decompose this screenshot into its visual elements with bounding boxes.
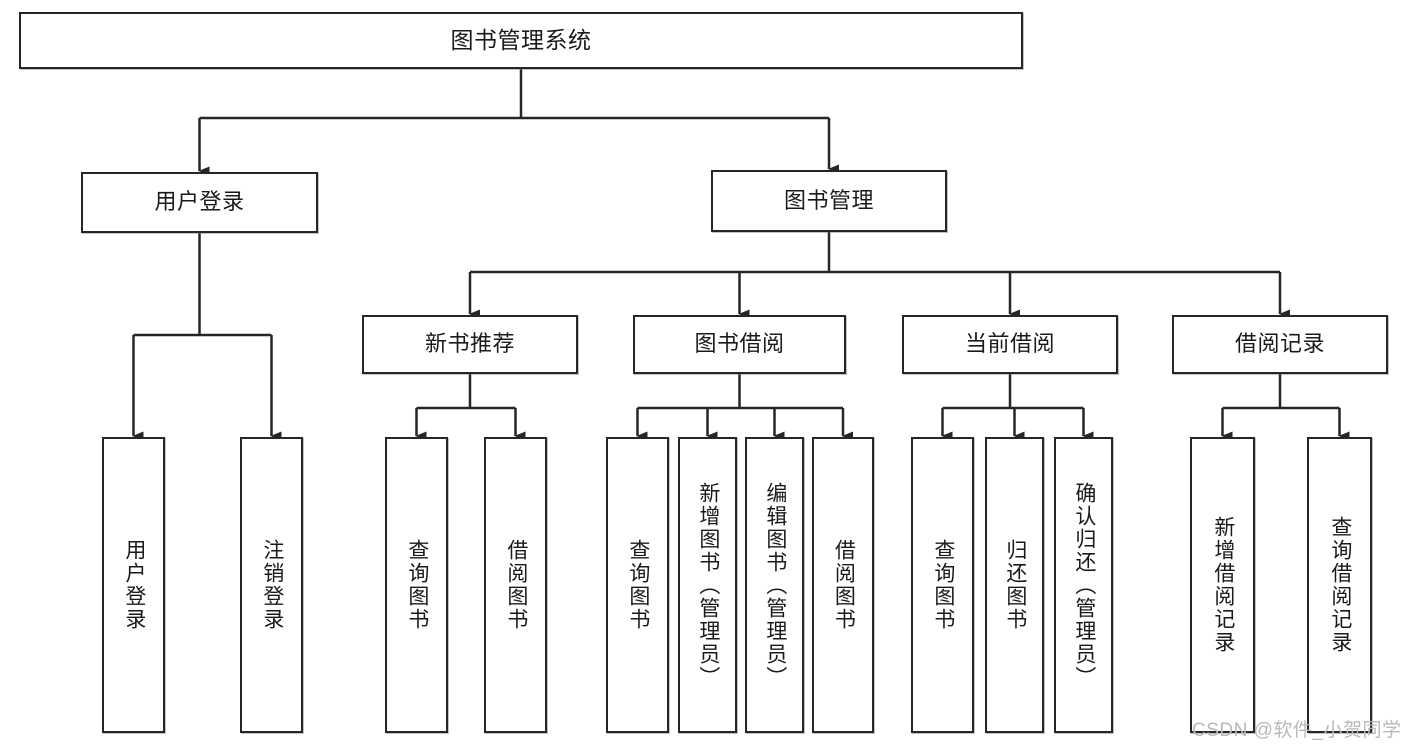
node-label: 图书管理系统 xyxy=(450,27,592,54)
node-borrow[interactable]: 图书借阅 xyxy=(633,315,846,374)
node-label: 借阅图书 xyxy=(832,539,856,631)
node-bookmgmt[interactable]: 图书管理 xyxy=(711,170,947,232)
node-leaf7[interactable]: 编辑图书（管理员） xyxy=(745,437,804,733)
node-label: 当前借阅 xyxy=(964,331,1055,357)
node-leaf11[interactable]: 确认归还（管理员） xyxy=(1054,437,1113,733)
node-leaf13[interactable]: 查询借阅记录 xyxy=(1307,437,1372,733)
node-leaf4[interactable]: 借阅图书 xyxy=(484,437,547,733)
node-current[interactable]: 当前借阅 xyxy=(902,315,1118,374)
node-label: 借阅记录 xyxy=(1234,331,1325,357)
node-root[interactable]: 图书管理系统 xyxy=(19,12,1023,69)
node-leaf3[interactable]: 查询图书 xyxy=(385,437,448,733)
node-label: 查询借阅记录 xyxy=(1328,516,1352,654)
node-label: 图书管理 xyxy=(783,187,874,213)
node-leaf10[interactable]: 归还图书 xyxy=(985,437,1044,733)
node-label: 注销登录 xyxy=(260,539,284,631)
node-leaf2[interactable]: 注销登录 xyxy=(240,437,303,733)
node-label: 用户登录 xyxy=(122,539,146,631)
node-label: 查询图书 xyxy=(931,539,955,631)
node-leaf1[interactable]: 用户登录 xyxy=(102,437,165,733)
node-label: 新增借阅记录 xyxy=(1211,516,1235,654)
node-label: 编辑图书（管理员） xyxy=(763,481,787,689)
node-label: 查询图书 xyxy=(626,539,650,631)
edge-group xyxy=(132,69,1350,441)
node-label: 借阅图书 xyxy=(504,539,528,631)
node-label: 查询图书 xyxy=(405,539,429,631)
node-label: 用户登录 xyxy=(154,189,245,215)
node-label: 新书推荐 xyxy=(424,331,515,357)
node-leaf5[interactable]: 查询图书 xyxy=(606,437,669,733)
node-login[interactable]: 用户登录 xyxy=(81,172,318,233)
node-records[interactable]: 借阅记录 xyxy=(1172,315,1388,374)
node-label: 归还图书 xyxy=(1003,539,1027,631)
csdn-watermark: CSDN @软件_小贺同学 xyxy=(1192,720,1402,741)
node-leaf12[interactable]: 新增借阅记录 xyxy=(1190,437,1255,733)
node-label: 图书借阅 xyxy=(694,331,785,357)
node-label: 新增图书（管理员） xyxy=(696,481,720,689)
node-leaf8[interactable]: 借阅图书 xyxy=(812,437,874,733)
node-leaf6[interactable]: 新增图书（管理员） xyxy=(678,437,737,733)
node-leaf9[interactable]: 查询图书 xyxy=(911,437,974,733)
node-newbook[interactable]: 新书推荐 xyxy=(362,315,578,374)
node-label: 确认归还（管理员） xyxy=(1072,481,1096,689)
